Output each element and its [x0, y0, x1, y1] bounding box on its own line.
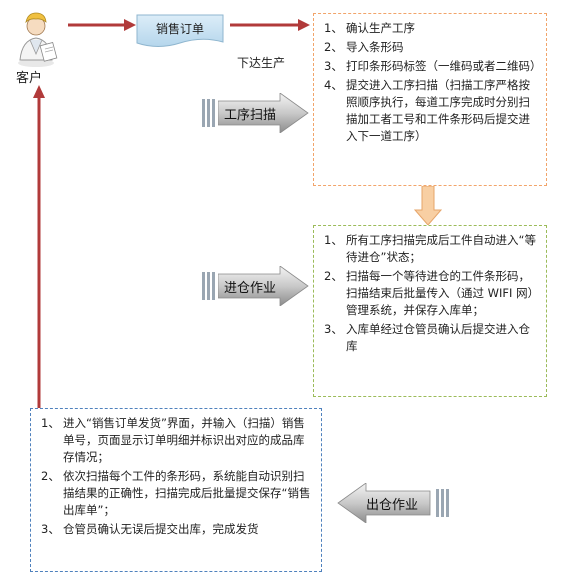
chevron-right-arrow-icon [218, 93, 309, 133]
process-scan-label: 工序扫描 [224, 108, 277, 123]
list-item: 2、导入条形码 [324, 40, 404, 54]
stage-bars-icon [202, 99, 216, 127]
process-scan-stage: 工序扫描 [202, 93, 312, 133]
chevron-right-arrow-icon [218, 266, 309, 306]
list-item: 1、所有工序扫描完成后工件自动进入“等待进仓”状态； [324, 233, 536, 264]
warehouse-out-stage: 出仓作业 [336, 483, 454, 523]
stage-bars-icon [436, 489, 450, 517]
sales-order-label: 销售订单 [155, 22, 204, 36]
customer-label: 客户 [16, 71, 43, 86]
down-arrow-icon [414, 186, 442, 226]
chevron-left-arrow-icon [337, 483, 431, 523]
list-item: 4、提交进入工序扫描（扫描工序严格按照顺序执行，每道工序完成时分别扫描加工者工号… [324, 78, 530, 143]
arrow-order-to-production-icon [230, 19, 310, 31]
stage-bars-icon [202, 272, 216, 300]
warehouse-out-steps-box: 1、进入“销售订单发货”界面，并输入（扫描）销售单号，页面显示订单明细并标识出对… [30, 408, 322, 572]
arrow-up-to-customer-icon [33, 85, 45, 408]
list-item: 1、进入“销售订单发货”界面，并输入（扫描）销售单号，页面显示订单明细并标识出对… [41, 416, 305, 464]
dispatch-production-label: 下达生产 [237, 56, 286, 70]
list-item: 3、打印条形码标签（一维码或者二维码） [324, 59, 542, 73]
list-item: 2、扫描每一个等待进仓的工件条形码，扫描结束后批量传入（通过 WIFI 网）管理… [324, 269, 534, 317]
arrow-customer-to-order-icon [68, 19, 136, 31]
warehouse-in-label: 进仓作业 [224, 281, 277, 296]
customer-person-icon [8, 8, 64, 68]
list-item: 2、依次扫描每个工件的条形码，系统能自动识别扫描结果的正确性，扫描完成后批量提交… [41, 469, 311, 517]
list-item: 1、确认生产工序 [324, 21, 415, 35]
list-item: 3、仓管员确认无误后提交出库，完成发货 [41, 522, 259, 536]
warehouse-in-steps-box: 1、所有工序扫描完成后工件自动进入“等待进仓”状态； 2、扫描每一个等待进仓的工… [313, 225, 547, 397]
warehouse-out-label: 出仓作业 [366, 498, 419, 513]
list-item: 3、入库单经过仓管员确认后提交进入仓库 [324, 322, 530, 353]
warehouse-in-stage: 进仓作业 [202, 266, 312, 306]
sales-order-document: 销售订单 [136, 14, 224, 50]
document-icon [136, 14, 224, 47]
production-steps-box: 1、确认生产工序 2、导入条形码 3、打印条形码标签（一维码或者二维码） 4、提… [313, 13, 547, 186]
